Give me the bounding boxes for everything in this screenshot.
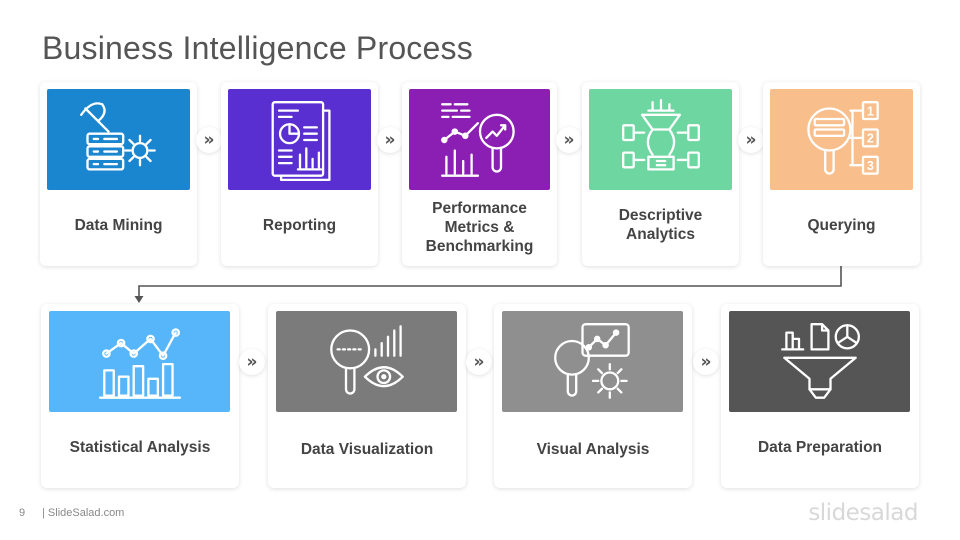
step-card-statistical-analysis: Statistical Analysis [41,304,239,488]
step-tile [49,311,230,412]
query-number-1: 1 [866,104,873,118]
chevron-right-icon: » [239,349,265,375]
step-tile [228,89,371,190]
step-label: Reporting [262,216,337,234]
step-label: Visual Analysis [536,440,650,458]
data-funnel-icon [780,322,860,399]
funnel-analytics-icon [621,98,700,171]
step-label: Statistical Analysis [69,438,211,456]
step-card-descriptive-analytics: Descriptive Analytics [582,82,739,266]
report-icon [271,100,331,181]
magnifier-eye-icon [329,324,404,395]
performance-metrics-icon [440,102,515,177]
step-tile: 1 2 3 [770,89,913,190]
step-label: Data Preparation [757,438,883,456]
data-mining-icon [79,101,156,171]
chevron-right-icon: » [556,127,582,153]
line-chart-icon [98,327,181,399]
magnifier-gear-icon [553,322,630,399]
step-label: Data Visualization [300,440,434,458]
query-number-3: 3 [866,158,873,172]
step-label: Performance Metrics & Benchmarking [425,199,534,255]
step-card-data-preparation: Data Preparation [721,304,919,488]
chevron-right-icon: » [196,127,222,153]
step-card-querying: 1 2 3 Querying [763,82,920,266]
step-card-visual-analysis: Visual Analysis [494,304,692,488]
page-title: Business Intelligence Process [42,30,473,66]
step-card-data-visualization: Data Visualization [268,304,466,488]
step-tile [47,89,190,190]
step-label: Descriptive Analytics [618,207,703,243]
step-card-performance-metrics: Performance Metrics & Benchmarking [402,82,557,266]
page-number: 9 [19,507,26,519]
query-number-2: 2 [866,131,873,145]
chevron-right-icon: » [738,127,764,153]
chevron-right-icon: » [377,127,403,153]
step-tile [589,89,732,190]
step-card-data-mining: Data Mining [40,82,197,266]
step-label: Querying [807,216,876,234]
footer-site: | SlideSalad.com [42,507,125,519]
step-tile [502,311,683,412]
step-tile [729,311,910,412]
step-tile [409,89,550,190]
chevron-right-icon: » [693,349,719,375]
step-label: Data Mining [74,216,163,234]
chevron-right-icon: » [466,349,492,375]
step-card-reporting: Reporting [221,82,378,266]
query-icon: 1 2 3 [806,100,879,175]
brand-logo: slidesalad [808,500,918,526]
step-tile [276,311,457,412]
